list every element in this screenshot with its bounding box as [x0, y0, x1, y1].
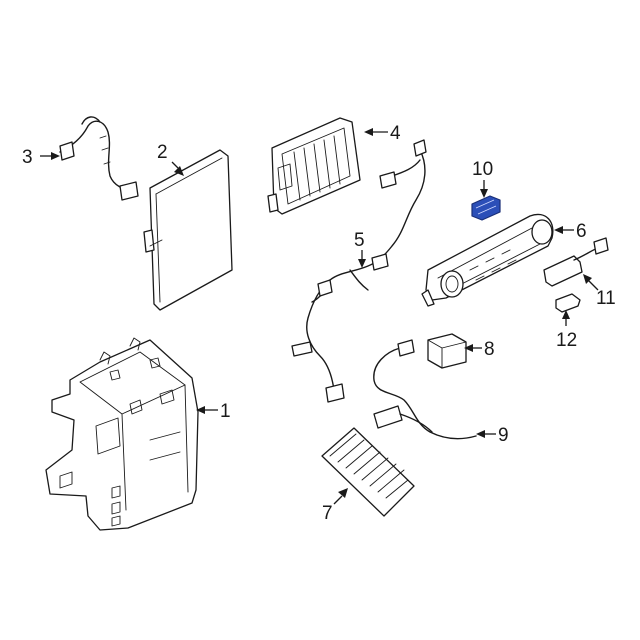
- part-12-small-block[interactable]: [555, 293, 581, 313]
- callout-3: 3: [22, 147, 33, 168]
- part-11-bracket[interactable]: [543, 237, 609, 287]
- part-4-control-module[interactable]: [267, 117, 361, 215]
- callout-4: 4: [390, 123, 401, 144]
- part-10-clip-highlighted[interactable]: [471, 195, 501, 221]
- leader-lines: [40, 128, 599, 505]
- part-2-display-panel[interactable]: [143, 149, 233, 311]
- part-8-small-module[interactable]: [427, 333, 467, 369]
- callout-1: 1: [220, 401, 231, 422]
- part-1-module-housing[interactable]: [45, 337, 199, 531]
- callout-9: 9: [498, 425, 509, 446]
- callout-5: 5: [354, 230, 365, 251]
- callout-8: 8: [484, 339, 495, 360]
- part-3-wire-harness[interactable]: [59, 116, 139, 201]
- callout-6: 6: [576, 221, 587, 242]
- part-6-switch-panel[interactable]: [421, 213, 554, 307]
- callout-12: 12: [556, 330, 577, 351]
- part-7-vent-grille[interactable]: [321, 427, 415, 517]
- part-5-wire-harness[interactable]: [291, 139, 427, 403]
- callout-10: 10: [472, 159, 493, 180]
- part-9-cable[interactable]: [373, 339, 477, 440]
- callout-11: 11: [596, 288, 616, 309]
- callout-7: 7: [322, 503, 333, 524]
- callout-2: 2: [157, 142, 168, 163]
